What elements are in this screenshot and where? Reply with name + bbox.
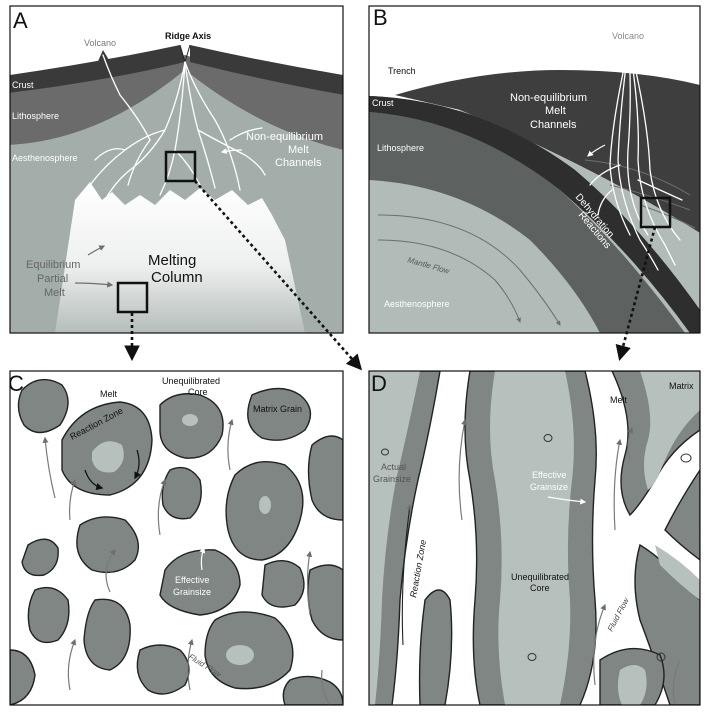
- panel-c-letter: C: [8, 371, 24, 396]
- panel-a-letter: A: [13, 8, 28, 33]
- panel-a-melting-label-1: Melting: [148, 252, 196, 269]
- panel-d-letter: D: [371, 371, 387, 396]
- panel-b-zoom-box: [639, 196, 672, 229]
- panel-b-volcano-label: Volcano: [612, 31, 644, 41]
- panel-a: A Ridge Axis Volcano Crust Lithosphere A…: [10, 6, 343, 333]
- panel-a-lithosphere-layer: [10, 55, 343, 150]
- panel-a-volcano-label: Volcano: [84, 38, 116, 48]
- panel-b-aesthenosphere-label: Aesthenosphere: [384, 299, 450, 309]
- panel-a-crust-layer-right: [190, 45, 343, 95]
- panel-c-uneq-label-2: Core: [188, 387, 208, 397]
- panel-b-aesthenosphere: [369, 180, 600, 333]
- connector-arrows: [124, 180, 657, 371]
- panel-b-channel-arrow: [587, 144, 606, 157]
- panel-a-frame: [9, 5, 344, 334]
- panel-c-effective-arrow: [199, 546, 206, 571]
- panel-c: C Melt Unequilibrated Core Matrix Grain …: [8, 371, 343, 705]
- panel-b-non-eq-label-2: Melt: [545, 105, 566, 117]
- panel-a-crust-label: Crust: [12, 80, 34, 90]
- panel-c-uneq-core-grain: [159, 393, 224, 459]
- panel-d-effective-arrow: [547, 496, 587, 505]
- panel-a-non-eq-label-3: Channels: [275, 157, 322, 169]
- panel-b: B Volcano Trench Crust Lithosphere Non-e…: [369, 5, 700, 333]
- panel-b-letter: B: [373, 5, 388, 30]
- panel-b-upper-lithosphere: [395, 70, 700, 233]
- panel-c-effective-label-1: Effective: [175, 575, 209, 585]
- panel-b-non-eq-label-3: Channels: [530, 119, 577, 131]
- panel-c-fluid-flow-lines: [42, 418, 331, 705]
- panel-a-aesthenosphere-label: Aesthenosphere: [12, 153, 78, 163]
- panel-d-actual-label-1: Actual: [381, 462, 406, 472]
- panel-c-frame: [9, 370, 344, 706]
- panel-a-eq-label-3: Melt: [44, 287, 65, 299]
- panel-d-cores: [369, 371, 700, 705]
- panel-a-eq-label-1: Equilibrium: [26, 259, 80, 271]
- panel-a-melt-arrow-2: [74, 281, 114, 288]
- connector-b-to-d: [615, 226, 657, 362]
- panel-a-melt-channels: [89, 54, 266, 201]
- panel-d-matrix-label: Matrix: [669, 381, 694, 391]
- panel-b-lithosphere-label: Lithosphere: [377, 143, 424, 153]
- panel-d-effective-label-2: Grainsize: [530, 482, 568, 492]
- panel-c-matrix-grain: [247, 387, 312, 441]
- panel-c-melt-label: Melt: [100, 389, 118, 399]
- panel-a-zoom-box-column: [116, 281, 149, 314]
- panel-d-uneq-label-2: Core: [530, 583, 550, 593]
- panel-c-grains: [10, 378, 343, 705]
- panel-b-frame: [368, 5, 701, 334]
- panel-d-frame: [368, 370, 701, 706]
- panel-a-melting-label-2: Column: [151, 269, 203, 286]
- panel-a-volcano-peak: [95, 50, 112, 68]
- panel-c-reaction-arc-2: [134, 449, 141, 480]
- panel-c-reaction-arc-1: [84, 469, 104, 491]
- panel-c-matrix-grain-label: Matrix Grain: [253, 404, 302, 414]
- panel-a-channel-arrow: [220, 148, 243, 155]
- panel-a-non-eq-label-1: Non-equilibrium: [246, 131, 323, 143]
- panel-d-fluid-flow-lines: [458, 418, 681, 705]
- panel-a-non-eq-label-2: Melt: [288, 144, 309, 156]
- panel-b-trench-label: Trench: [388, 66, 416, 76]
- panel-a-lithosphere-label: Lithosphere: [12, 111, 59, 121]
- panel-d-reaction-arrow: [401, 503, 413, 646]
- panel-b-non-eq-label-1: Non-equilibrium: [510, 92, 587, 104]
- panel-c-cores: [92, 414, 271, 665]
- panel-a-zoom-box-channel: [164, 150, 197, 183]
- panel-d-grain-circles: [381, 434, 692, 662]
- panel-a-melt-arrow-1: [87, 245, 106, 256]
- panel-a-ridge-axis-label: Ridge Axis: [165, 31, 211, 41]
- panel-d-effective-label-1: Effective: [532, 470, 566, 480]
- panel-d-melt-label: Melt: [610, 395, 628, 405]
- panel-b-crust-label: Crust: [372, 98, 394, 108]
- panel-d: D Melt Matrix Actual Grainsize Effective…: [369, 371, 700, 705]
- panel-a-crust-layer: [10, 45, 185, 93]
- panel-c-effective-grainsize-grain: [159, 549, 241, 616]
- panel-d-actual-label-2: Grainsize: [373, 474, 411, 484]
- panel-c-effective-label-2: Grainsize: [173, 587, 211, 597]
- panel-a-eq-label-2: Partial: [37, 273, 68, 285]
- panel-d-uneq-label-1: Unequilibrated: [511, 572, 569, 582]
- panel-c-uneq-label-1: Unequilibrated: [162, 376, 220, 386]
